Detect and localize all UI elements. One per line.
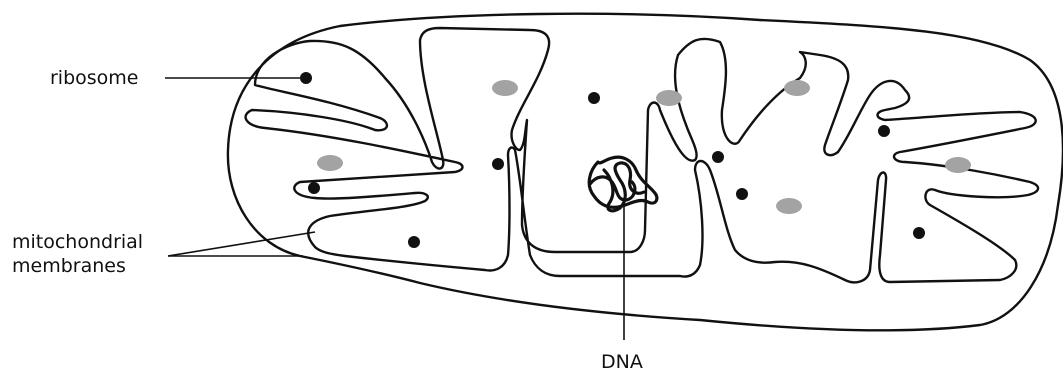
granule [784, 80, 810, 96]
mitochondrial-label-line1: mitochondrial [12, 230, 143, 254]
ribosomes [300, 72, 925, 248]
inner-membrane [246, 28, 1039, 282]
ribosome-dot [588, 92, 600, 104]
granule [945, 157, 971, 173]
ribosome-label: ribosome [50, 66, 139, 90]
dna-label: DNA [601, 350, 643, 374]
ribosome-dot [492, 158, 504, 170]
ribosome-dot [736, 188, 748, 200]
membrane-leader-line-inner [168, 232, 315, 256]
granule [656, 90, 682, 106]
granule [776, 198, 802, 214]
ribosome-dot [308, 182, 320, 194]
ribosome-dot [300, 72, 312, 84]
mitochondrial-label-line2: membranes [12, 254, 143, 278]
ribosome-dot [878, 125, 890, 137]
ribosome-dot [408, 236, 420, 248]
mitochondrial-membranes-label: mitochondrial membranes [12, 230, 143, 278]
ribosome-dot [712, 151, 724, 163]
granule [317, 155, 343, 171]
granule [492, 80, 518, 96]
ribosome-dot [913, 227, 925, 239]
